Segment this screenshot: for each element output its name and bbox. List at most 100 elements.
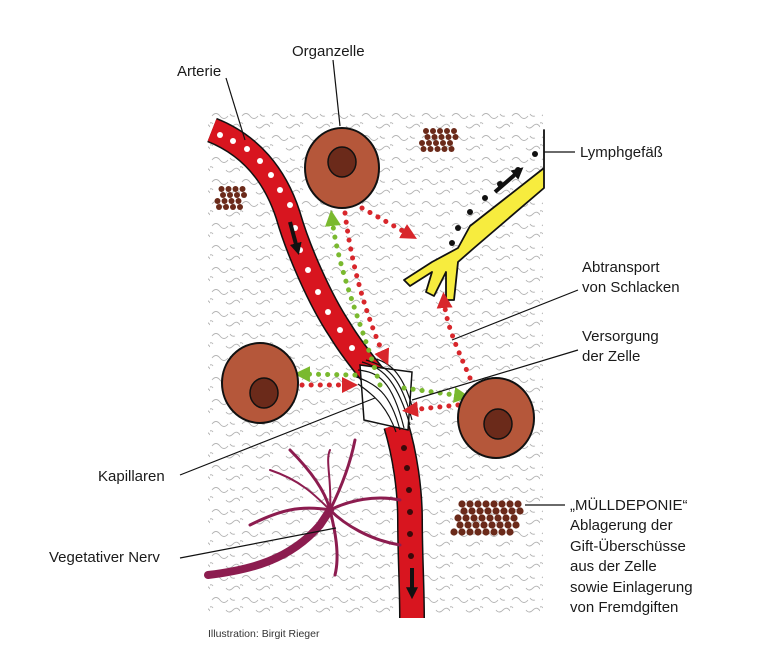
deposit-dot: [441, 146, 448, 152]
label-nerv: Vegetativer Nerv: [49, 549, 160, 566]
deposit-dot: [496, 521, 504, 529]
deposit-dot: [458, 528, 466, 536]
deposit-dot: [514, 500, 522, 508]
deposit-dot: [444, 128, 450, 134]
deposit-dot: [470, 514, 478, 522]
deposit-dot: [476, 507, 484, 515]
label-abtransport-line2: von Schlacken: [582, 279, 680, 296]
deposit-dot: [223, 204, 229, 210]
deposit-dot: [239, 186, 246, 192]
deposit-dot: [440, 140, 446, 146]
deposit-dot: [237, 204, 243, 210]
organ-cell-right: [457, 377, 535, 459]
deposit-dot: [448, 146, 455, 152]
deposit-dot: [456, 521, 464, 529]
deposit-dot: [512, 521, 520, 529]
toxin-deposits: [214, 128, 524, 536]
illustration-credit: Illustration: Birgit Rieger: [208, 628, 320, 640]
vegetative-nerve: [204, 438, 402, 579]
deposit-dot: [466, 528, 474, 536]
deposit-dot: [464, 521, 472, 529]
deposit-dot: [430, 128, 436, 134]
deposit-dot: [228, 198, 235, 204]
lymph-vessel: [403, 129, 545, 301]
deposit-dot: [488, 521, 496, 529]
deposit-dot: [241, 192, 247, 198]
deposit-dot: [451, 128, 457, 134]
flow-arrow-icon: [288, 221, 302, 255]
deposit-dot: [447, 140, 453, 146]
deposit-dot: [420, 146, 427, 152]
deposit-dot: [492, 507, 500, 515]
deposit-dot: [460, 507, 468, 515]
transport-arrows: [294, 205, 473, 418]
deposit-dot: [498, 528, 506, 536]
deposit-dot: [468, 507, 476, 515]
lymph-dots: [449, 151, 538, 246]
deposit-dot: [424, 134, 431, 140]
deposit-dot: [450, 528, 458, 536]
deposit-dot: [227, 192, 233, 198]
organ-cell-top: [304, 127, 380, 209]
deposit-dot: [437, 128, 443, 134]
deposit-dot: [426, 140, 432, 146]
deposit-dot: [230, 204, 236, 210]
deposit-dot: [494, 514, 502, 522]
deposit-dot: [484, 507, 492, 515]
deposit-dot: [214, 198, 221, 204]
deposit-dot: [466, 500, 474, 508]
deposit-dot: [225, 186, 232, 192]
leader-lines: [179, 59, 579, 559]
deposit-dot: [516, 507, 524, 515]
deposit-dot: [232, 186, 239, 192]
label-muell-line4: aus der Zelle: [570, 558, 657, 575]
label-organzelle: Organzelle: [292, 43, 365, 60]
label-abtransport-line1: Abtransport: [582, 259, 660, 276]
deposit-dot: [452, 134, 459, 140]
label-muell-line5: sowie Einlagerung: [570, 579, 693, 596]
deposit-dot: [472, 521, 480, 529]
lymph-flow-arrow-icon: [493, 167, 524, 194]
deposit-dot: [458, 500, 466, 508]
deposit-dot: [474, 500, 482, 508]
deposit-dot: [433, 140, 439, 146]
deposit-dot: [438, 134, 445, 140]
deposit-dot: [235, 198, 242, 204]
deposit-dot: [506, 500, 514, 508]
deposit-dot: [427, 146, 434, 152]
deposit-dot: [490, 500, 498, 508]
deposit-dot: [434, 146, 441, 152]
deposit-dot: [220, 192, 226, 198]
deposit-dot: [423, 128, 429, 134]
label-kapillaren: Kapillaren: [98, 468, 165, 485]
vein-blood-cells: [401, 445, 414, 559]
deposit-dot: [482, 528, 490, 536]
artery: [206, 117, 425, 619]
deposit-dot: [218, 186, 225, 192]
deposit-dot: [486, 514, 494, 522]
deposit-dot: [221, 198, 228, 204]
deposit-dot: [510, 514, 518, 522]
label-versorgung-line2: der Zelle: [582, 348, 640, 365]
deposit-dot: [480, 521, 488, 529]
deposit-dot: [506, 528, 514, 536]
deposit-dot: [462, 514, 470, 522]
deposit-dot: [502, 514, 510, 522]
deposit-dot: [482, 500, 490, 508]
organ-cell-left: [221, 342, 299, 424]
label-muell-line2: Ablagerung der: [570, 517, 673, 534]
deposit-dot: [478, 514, 486, 522]
deposit-dot: [431, 134, 438, 140]
label-muell-line6: von Fremdgiften: [570, 599, 678, 616]
label-arterie: Arterie: [177, 63, 221, 80]
deposit-dot: [234, 192, 240, 198]
label-versorgung-line1: Versorgung: [582, 328, 659, 345]
deposit-dot: [454, 514, 462, 522]
deposit-dot: [498, 500, 506, 508]
label-muell-line3: Gift-Überschüsse: [570, 537, 686, 555]
deposit-dot: [474, 528, 482, 536]
label-lymphgefaess: Lymphgefäß: [580, 144, 663, 161]
label-muell-line1: „MÜLLDEPONIE“: [570, 496, 688, 514]
deposit-dot: [490, 528, 498, 536]
